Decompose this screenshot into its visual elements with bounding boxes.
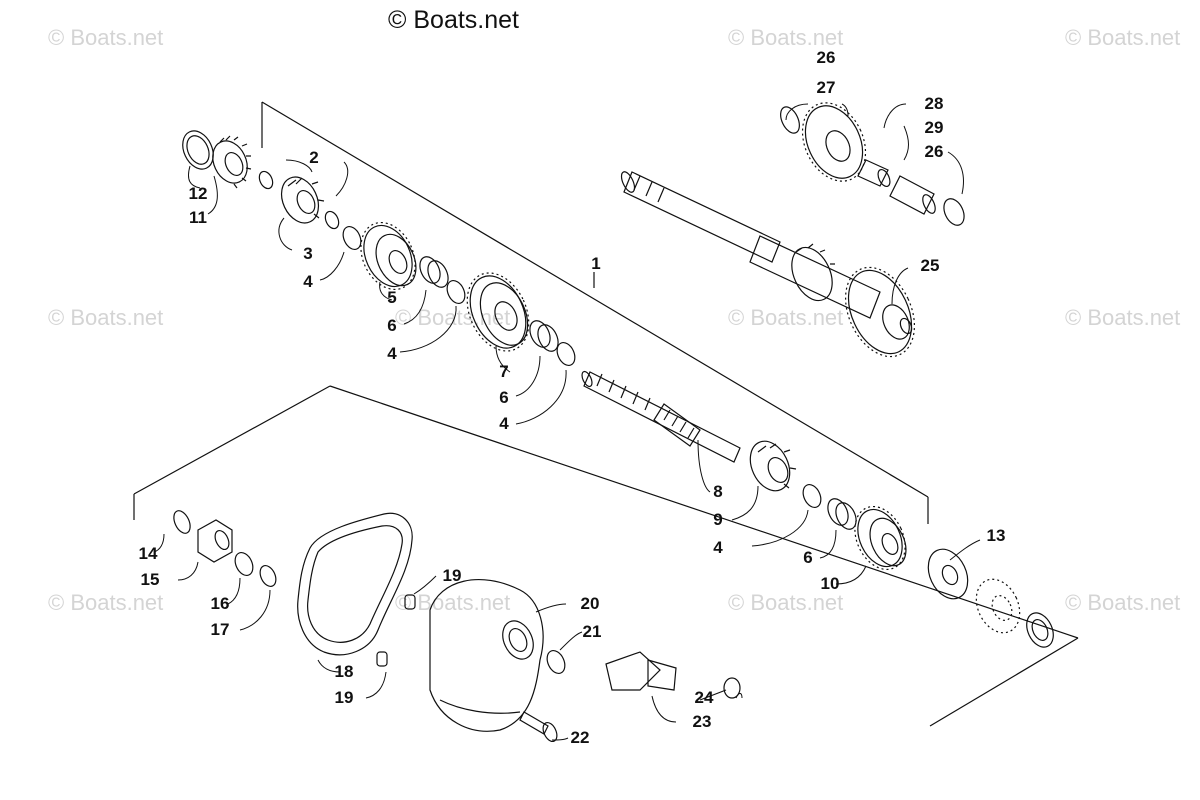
bearing-6b	[529, 320, 559, 352]
snap-ring-14	[173, 510, 191, 534]
ring-12	[182, 130, 214, 170]
callout-14: 14	[138, 544, 158, 563]
bearing-6c	[827, 498, 857, 530]
callout-27: 27	[816, 78, 836, 97]
gasket-18-inner	[307, 525, 403, 643]
callout-15: 15	[140, 570, 160, 589]
bolt-22	[519, 711, 558, 743]
sensor-23	[605, 651, 677, 691]
callout-26: 26	[816, 48, 836, 67]
snap-ring-17	[259, 565, 277, 587]
callout-26: 26	[924, 142, 944, 161]
callout-19: 19	[442, 566, 462, 585]
callout-4: 4	[713, 538, 723, 557]
screw-24	[699, 677, 741, 701]
callout-29: 29	[924, 118, 944, 137]
callout-23: 23	[692, 712, 712, 731]
shaft-8	[581, 370, 741, 463]
callout-7: 7	[499, 362, 509, 381]
assembly-bracket-upper	[261, 101, 929, 524]
bearing-6a	[419, 256, 449, 288]
callout-6: 6	[387, 316, 397, 335]
assembly-bracket-lower	[133, 385, 1079, 727]
watermark: © Boats.net	[48, 305, 164, 330]
watermark: © Boats.net	[728, 25, 844, 50]
watermark: © Boats.net	[48, 590, 164, 615]
collar-3	[280, 176, 325, 224]
callout-16: 16	[210, 594, 230, 613]
gear-10	[854, 505, 907, 571]
gear-11	[212, 135, 252, 189]
callout-3: 3	[303, 244, 313, 263]
callout-4: 4	[387, 344, 397, 363]
watermark: © Boats.net	[728, 305, 844, 330]
dowel-19b	[376, 651, 388, 667]
spacer-29	[889, 175, 936, 215]
callout-19: 19	[334, 688, 354, 707]
callout-25: 25	[920, 256, 940, 275]
callout-5: 5	[387, 288, 397, 307]
washer-4d	[802, 484, 822, 508]
washer-4b	[446, 280, 466, 304]
seal-21	[546, 650, 566, 674]
callout-18: 18	[334, 662, 354, 681]
collar-9	[749, 440, 797, 492]
watermark: © Boats.net	[728, 590, 844, 615]
callout-2: 2	[309, 148, 319, 167]
callout-22: 22	[570, 728, 590, 747]
washer-4a	[342, 226, 362, 250]
callout-1: 1	[591, 254, 601, 273]
watermark: © Boats.net	[1065, 590, 1181, 615]
cover-20	[429, 579, 544, 732]
washer-26b	[943, 198, 965, 226]
callout-8: 8	[713, 482, 723, 501]
washer-16	[234, 552, 254, 576]
callout-13: 13	[986, 526, 1006, 545]
washer-13	[927, 548, 969, 600]
callout-6: 6	[499, 388, 509, 407]
callout-12: 12	[188, 184, 208, 203]
shaft-25	[620, 171, 916, 358]
callout-4: 4	[303, 272, 313, 291]
gear-7	[466, 272, 530, 352]
callout-11: 11	[189, 208, 207, 227]
snap-ring-2	[258, 170, 274, 190]
callout-17: 17	[210, 620, 230, 639]
washer-26a	[780, 106, 800, 134]
washer-4c	[556, 342, 576, 366]
callout-20: 20	[580, 594, 600, 613]
watermark: © Boats.net	[48, 25, 164, 50]
dowel-19a	[404, 594, 416, 610]
leader-lines	[153, 103, 981, 741]
gear-5	[360, 221, 417, 291]
seal	[1026, 612, 1054, 648]
callout-21: 21	[582, 622, 602, 641]
bushing-28	[857, 159, 891, 188]
collar-15	[197, 519, 233, 563]
callout-10: 10	[820, 574, 840, 593]
callout-6: 6	[803, 548, 813, 567]
gear-27	[801, 102, 867, 182]
callout-4: 4	[499, 414, 509, 433]
ball-bearing	[975, 578, 1021, 634]
copyright-text: © Boats.net	[388, 6, 519, 34]
callout-9: 9	[713, 510, 723, 529]
snap-ring-2b	[324, 210, 340, 230]
callout-28: 28	[924, 94, 944, 113]
watermark: © Boats.net	[1065, 305, 1181, 330]
gasket-18	[297, 512, 413, 656]
watermark: © Boats.net	[1065, 25, 1181, 50]
callout-24: 24	[694, 688, 714, 707]
